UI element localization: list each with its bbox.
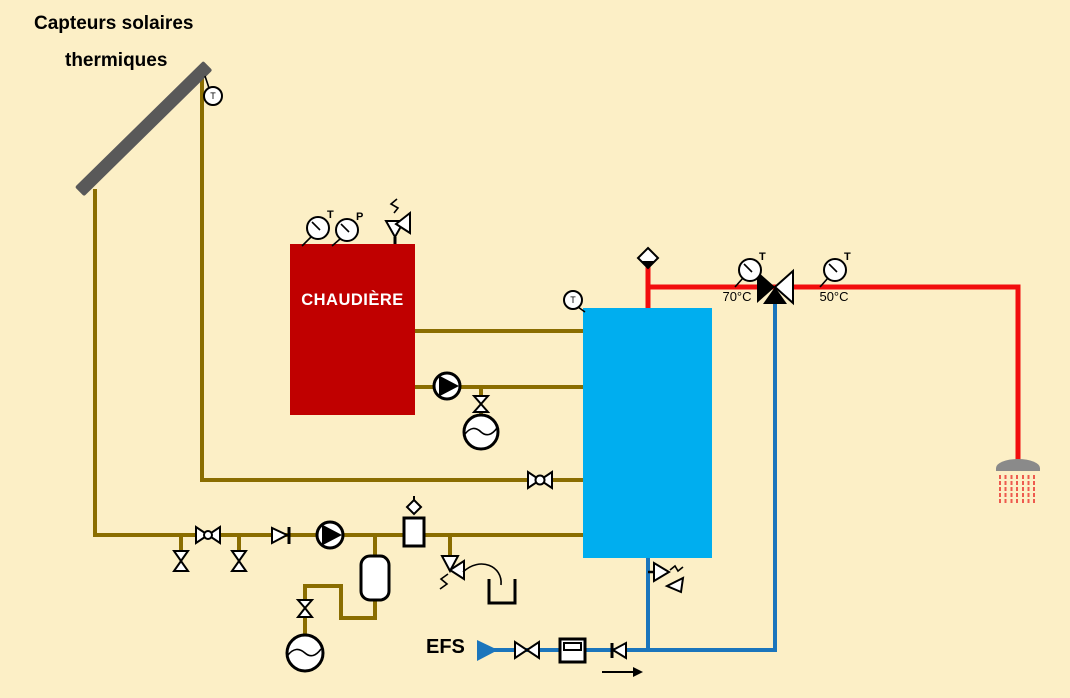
boiler-expansion-valve: [471, 395, 491, 406]
air-separator: [402, 516, 426, 548]
temp-after-valve-label: 50°C: [819, 289, 849, 304]
balancing-valve-icon: [195, 525, 210, 545]
temp-before-valve-label: 70°C: [722, 289, 752, 304]
boiler-pressure-gauge-letter: P: [356, 211, 364, 223]
tank-sensor-letter: T: [570, 295, 576, 305]
balancing-valve-ball: [534, 474, 546, 486]
efs-shutoff-valve: [525, 640, 540, 660]
boiler-temp-gauge-letter: T: [327, 209, 334, 221]
boiler: [290, 244, 415, 415]
tank-safety-valve-outlet: [664, 576, 685, 594]
collector-sensor-leader: [204, 75, 210, 89]
shower-spray: [999, 475, 1039, 504]
solar-collector-panel: [75, 61, 212, 196]
gauge-leader: [331, 238, 341, 247]
safety-spring-icon: [389, 198, 400, 214]
solar-pump-rotor: [322, 524, 342, 546]
gauge-leader: [734, 277, 744, 288]
collector-temp-sensor: [203, 86, 223, 106]
collector-sensor-letter: T: [210, 91, 216, 101]
boiler-safety-valve-outlet: [394, 210, 411, 235]
tank-safety-valve: [653, 561, 671, 583]
check-valve-icon: [271, 526, 290, 545]
air-vent-icon-fill: [641, 261, 655, 268]
check-valve-icon: [610, 641, 627, 660]
efs-shutoff-valve: [514, 640, 529, 660]
storage-tank: [583, 308, 712, 558]
drain-valve-icon: [172, 550, 190, 563]
cold-water-supply-arrow: [477, 640, 498, 661]
boiler-expansion-valve: [471, 402, 491, 413]
gauge-needle: [340, 223, 350, 233]
drain-funnel: [487, 579, 517, 605]
tank-temp-sensor: [563, 290, 583, 310]
discharge-hose: [462, 563, 502, 586]
safety-spring-icon: [439, 573, 449, 590]
gauge-leader: [819, 277, 829, 288]
diagram-title-line1: Capteurs solaires: [34, 13, 194, 34]
solar-safety-valve: [440, 555, 460, 574]
diagram-title-line2: thermiques: [65, 50, 168, 71]
mixing-valve-bottom: [763, 287, 787, 304]
balancing-valve-icon: [538, 470, 553, 490]
shower-head: [996, 459, 1040, 471]
drain-valve-icon: [172, 559, 190, 572]
gauge-needle: [311, 221, 321, 231]
cold-water-label: EFS: [426, 636, 465, 658]
flow-arrow-head: [633, 667, 643, 677]
dhw-hot-thermometer-letter: T: [759, 251, 766, 263]
solar-safety-valve-outlet: [448, 559, 465, 581]
mixing-valve-left: [757, 271, 775, 303]
dhw-mixed-thermometer-letter: T: [844, 251, 851, 263]
gauge-needle: [743, 263, 753, 273]
air-vent-icon: [405, 498, 423, 516]
mixing-valve-right: [773, 268, 794, 306]
gauge-leader: [301, 236, 312, 247]
boiler-pump-rotor: [439, 375, 459, 397]
solar-vessel: [359, 554, 391, 602]
balancing-valve-icon: [206, 525, 221, 545]
expansion-membrane-icon: [464, 427, 498, 436]
expansion-line-pipe: [303, 584, 377, 620]
drain-valve-icon: [230, 550, 248, 563]
balancing-valve-icon: [527, 470, 542, 490]
balancing-valve-ball: [203, 530, 213, 540]
expansion-isolation-valve: [295, 599, 315, 610]
drain-valve-icon: [230, 559, 248, 572]
water-meter-dial: [563, 642, 582, 651]
boiler-label: CHAUDIÈRE: [301, 291, 404, 309]
expansion-membrane-icon: [287, 648, 322, 657]
expansion-isolation-valve: [295, 606, 315, 618]
safety-spring-icon: [669, 564, 684, 573]
gauge-needle: [828, 263, 838, 273]
